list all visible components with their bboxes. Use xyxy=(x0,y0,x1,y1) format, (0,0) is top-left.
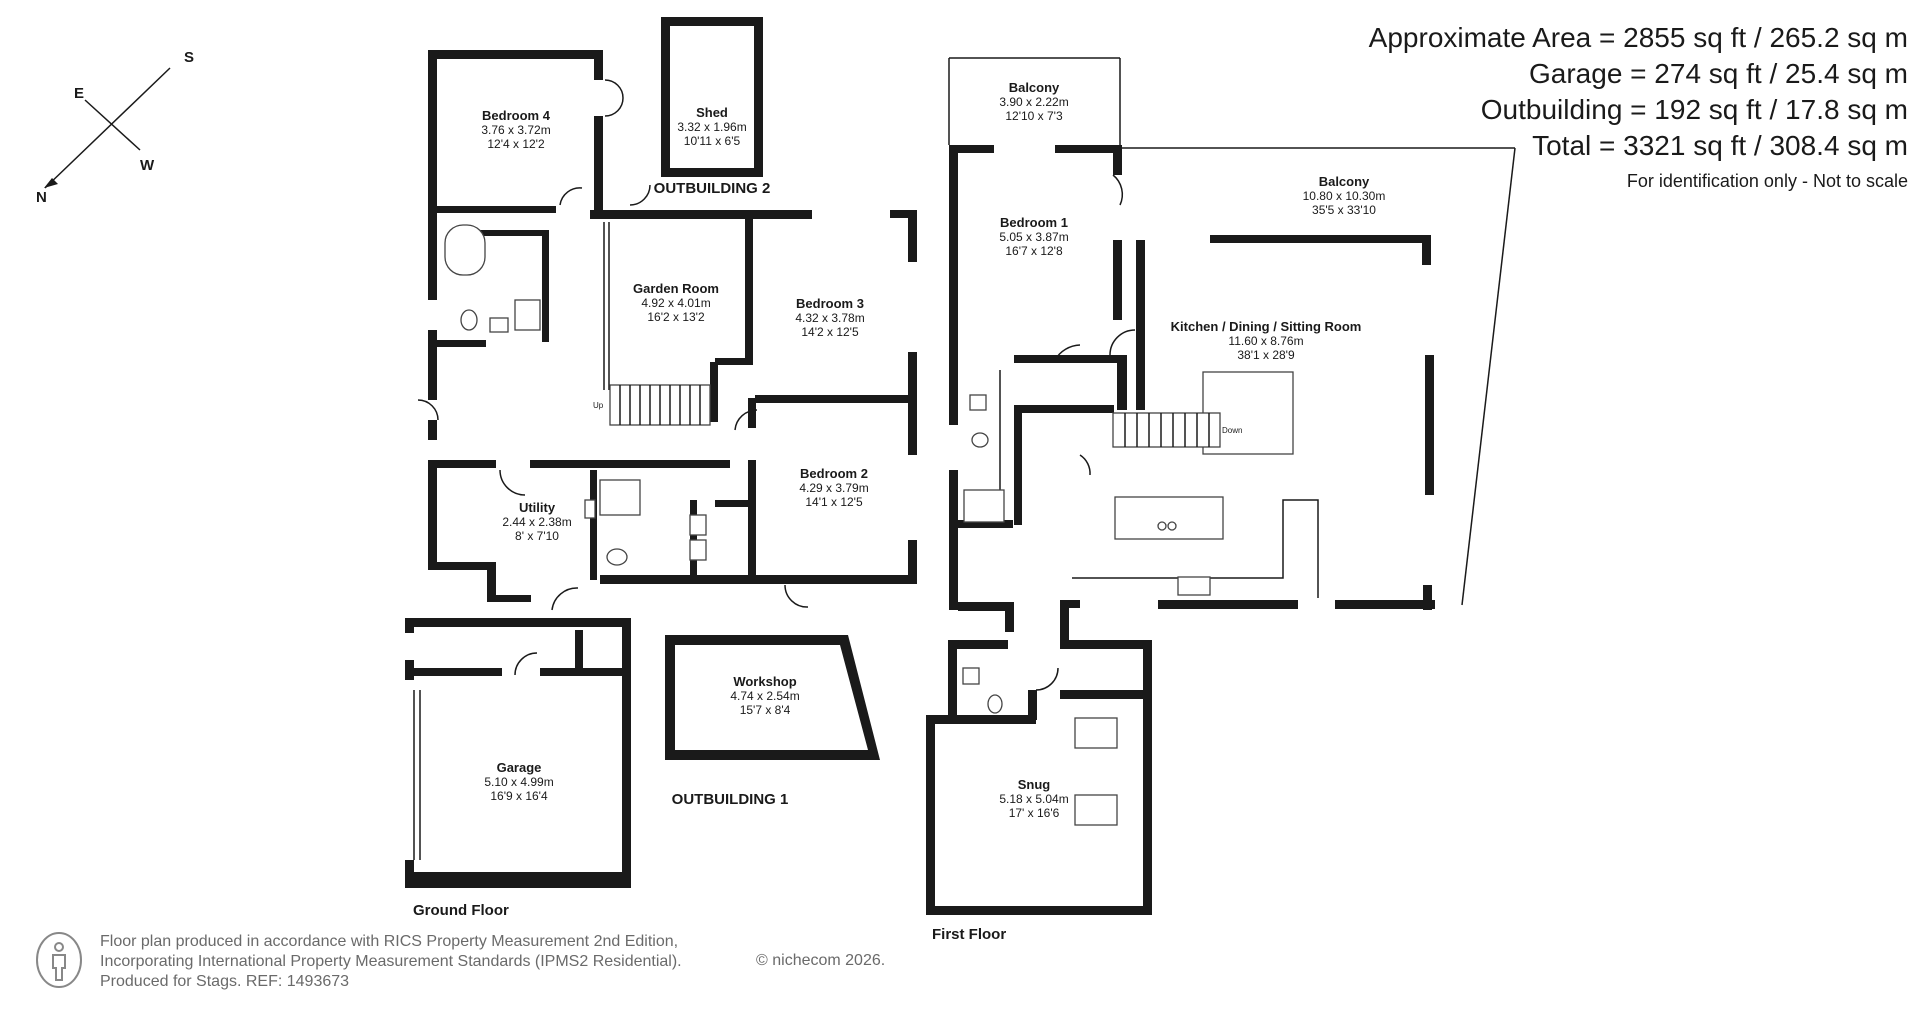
bedroom-3-name: Bedroom 3 xyxy=(796,296,864,311)
shed-imperial: 10'11 x 6'5 xyxy=(684,134,741,148)
area-total: Total = 3321 sq ft / 308.4 sq m xyxy=(1532,130,1908,161)
first-floor-label: First Floor xyxy=(932,926,1006,943)
bedroom-4-name: Bedroom 4 xyxy=(482,108,551,123)
kitchen-metric: 11.60 x 8.76m xyxy=(1228,334,1303,348)
garage-imperial: 16'9 x 16'4 xyxy=(490,789,548,803)
bedroom-2-name: Bedroom 2 xyxy=(800,466,868,481)
ground-floor-label: Ground Floor xyxy=(413,902,509,919)
balcony-1-imperial: 12'10 x 7'3 xyxy=(1005,109,1063,123)
person-logo-icon xyxy=(36,932,82,988)
garden-room-metric: 4.92 x 4.01m xyxy=(641,296,710,310)
bedroom-2-imperial: 14'1 x 12'5 xyxy=(805,495,863,509)
balcony-2-imperial: 35'5 x 33'10 xyxy=(1312,203,1376,217)
footer-text: Floor plan produced in accordance with R… xyxy=(100,932,682,992)
bedroom-2-metric: 4.29 x 3.79m xyxy=(799,481,868,495)
garage-name: Garage xyxy=(497,760,542,775)
outbuilding-1-label: OUTBUILDING 1 xyxy=(672,791,789,808)
sink-icon xyxy=(689,514,707,536)
sink-icon xyxy=(689,539,707,561)
kitchen-name: Kitchen / Dining / Sitting Room xyxy=(1171,319,1362,334)
sink-icon xyxy=(1177,576,1211,596)
balcony-2-name: Balcony xyxy=(1319,174,1370,189)
footer-line-3: Produced for Stags. REF: 1493673 xyxy=(100,973,350,990)
bedroom-3-imperial: 14'2 x 12'5 xyxy=(801,325,859,339)
shower-icon xyxy=(963,489,1005,523)
kitchen-imperial: 38'1 x 28'9 xyxy=(1237,348,1295,362)
shed-name: Shed xyxy=(696,105,728,120)
footer-line-2: Incorporating International Property Mea… xyxy=(100,953,682,970)
toilet-icon xyxy=(606,548,628,566)
bedroom-3-metric: 4.32 x 3.78m xyxy=(795,311,864,325)
area-note: For identification only - Not to scale xyxy=(1626,171,1908,191)
furniture-icon xyxy=(1074,717,1118,749)
area-approximate: Approximate Area = 2855 sq ft / 265.2 sq… xyxy=(1368,22,1908,53)
snug-metric: 5.18 x 5.04m xyxy=(999,792,1068,806)
ground-floor-plan xyxy=(405,50,917,888)
bath-icon xyxy=(444,224,486,276)
utility-name: Utility xyxy=(519,500,556,515)
bedroom-4-imperial: 12'4 x 12'2 xyxy=(487,137,545,151)
stairs-down-label: Down xyxy=(1222,426,1242,435)
footer-line-1: Floor plan produced in accordance with R… xyxy=(100,933,679,950)
outbuilding-1-plan: OUTBUILDING 1 xyxy=(665,635,880,808)
area-garage: Garage = 274 sq ft / 25.4 sq m xyxy=(1529,58,1908,89)
copyright: © nichecom 2026. xyxy=(756,952,886,969)
outbuilding-2-plan: OUTBUILDING 2 xyxy=(654,17,771,197)
shower-icon xyxy=(514,299,541,331)
compass-w: W xyxy=(140,157,155,174)
bedroom-1-name: Bedroom 1 xyxy=(1000,215,1068,230)
utility-imperial: 8' x 7'10 xyxy=(515,529,559,543)
utility-metric: 2.44 x 2.38m xyxy=(502,515,571,529)
balcony-2-metric: 10.80 x 10.30m xyxy=(1303,189,1386,203)
first-floor-plan xyxy=(926,57,1516,915)
shed-metric: 3.32 x 1.96m xyxy=(677,120,746,134)
furniture-icon xyxy=(1074,794,1118,826)
bedroom-1-imperial: 16'7 x 12'8 xyxy=(1005,244,1063,258)
workshop-imperial: 15'7 x 8'4 xyxy=(740,703,791,717)
compass-icon: S E W N xyxy=(36,49,194,206)
compass-n: N xyxy=(36,189,47,206)
workshop-name: Workshop xyxy=(733,674,796,689)
snug-name: Snug xyxy=(1018,777,1051,792)
compass-s: S xyxy=(184,49,194,66)
stairs-down-icon xyxy=(1112,412,1221,448)
bedroom-1-metric: 5.05 x 3.87m xyxy=(999,230,1068,244)
toilet-icon xyxy=(460,309,478,331)
balcony-1-name: Balcony xyxy=(1009,80,1060,95)
stairs-up-icon xyxy=(609,384,711,426)
compass-e: E xyxy=(74,85,84,102)
toilet-icon xyxy=(987,694,1003,714)
toilet-icon xyxy=(971,432,989,448)
shower-icon xyxy=(599,479,641,516)
sink-icon xyxy=(489,317,509,333)
sink-icon xyxy=(962,667,980,685)
area-outbuilding: Outbuilding = 192 sq ft / 17.8 sq m xyxy=(1480,94,1908,125)
sink-icon xyxy=(969,394,987,411)
garden-room-name: Garden Room xyxy=(633,281,719,296)
sink-icon xyxy=(584,499,596,519)
area-summary: Approximate Area = 2855 sq ft / 265.2 sq… xyxy=(1369,20,1908,194)
garage-metric: 5.10 x 4.99m xyxy=(484,775,553,789)
snug-imperial: 17' x 16'6 xyxy=(1009,806,1060,820)
balcony-1-metric: 3.90 x 2.22m xyxy=(999,95,1068,109)
workshop-metric: 4.74 x 2.54m xyxy=(730,689,799,703)
outbuilding-2-label: OUTBUILDING 2 xyxy=(654,180,771,197)
bedroom-4-metric: 3.76 x 3.72m xyxy=(481,123,550,137)
room-labels: Bedroom 4 3.76 x 3.72m 12'4 x 12'2 Shed … xyxy=(413,80,1385,943)
hob-icon xyxy=(1157,521,1167,531)
kitchen-island xyxy=(1114,496,1224,540)
garden-room-imperial: 16'2 x 13'2 xyxy=(647,310,705,324)
stairs-up-label: Up xyxy=(593,401,604,410)
